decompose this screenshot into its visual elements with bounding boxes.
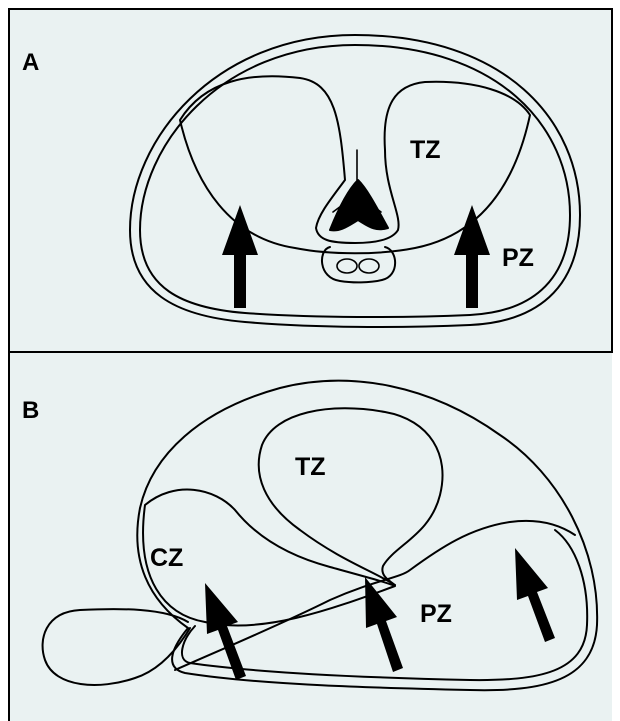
panel-b-tz-label: TZ [295,453,326,481]
panel-b: B TZ CZ PZ [9,352,612,721]
panel-b-pz-label: PZ [420,600,452,628]
panel-a-background [9,9,612,352]
panel-b-label: B [22,397,39,424]
panel-a-pz-label: PZ [502,244,534,272]
panel-b-cz-label: CZ [150,544,183,572]
panel-a-label: A [22,49,39,76]
panel-a: A TZ PZ [9,9,612,352]
panel-a-tz-label: TZ [410,136,441,164]
